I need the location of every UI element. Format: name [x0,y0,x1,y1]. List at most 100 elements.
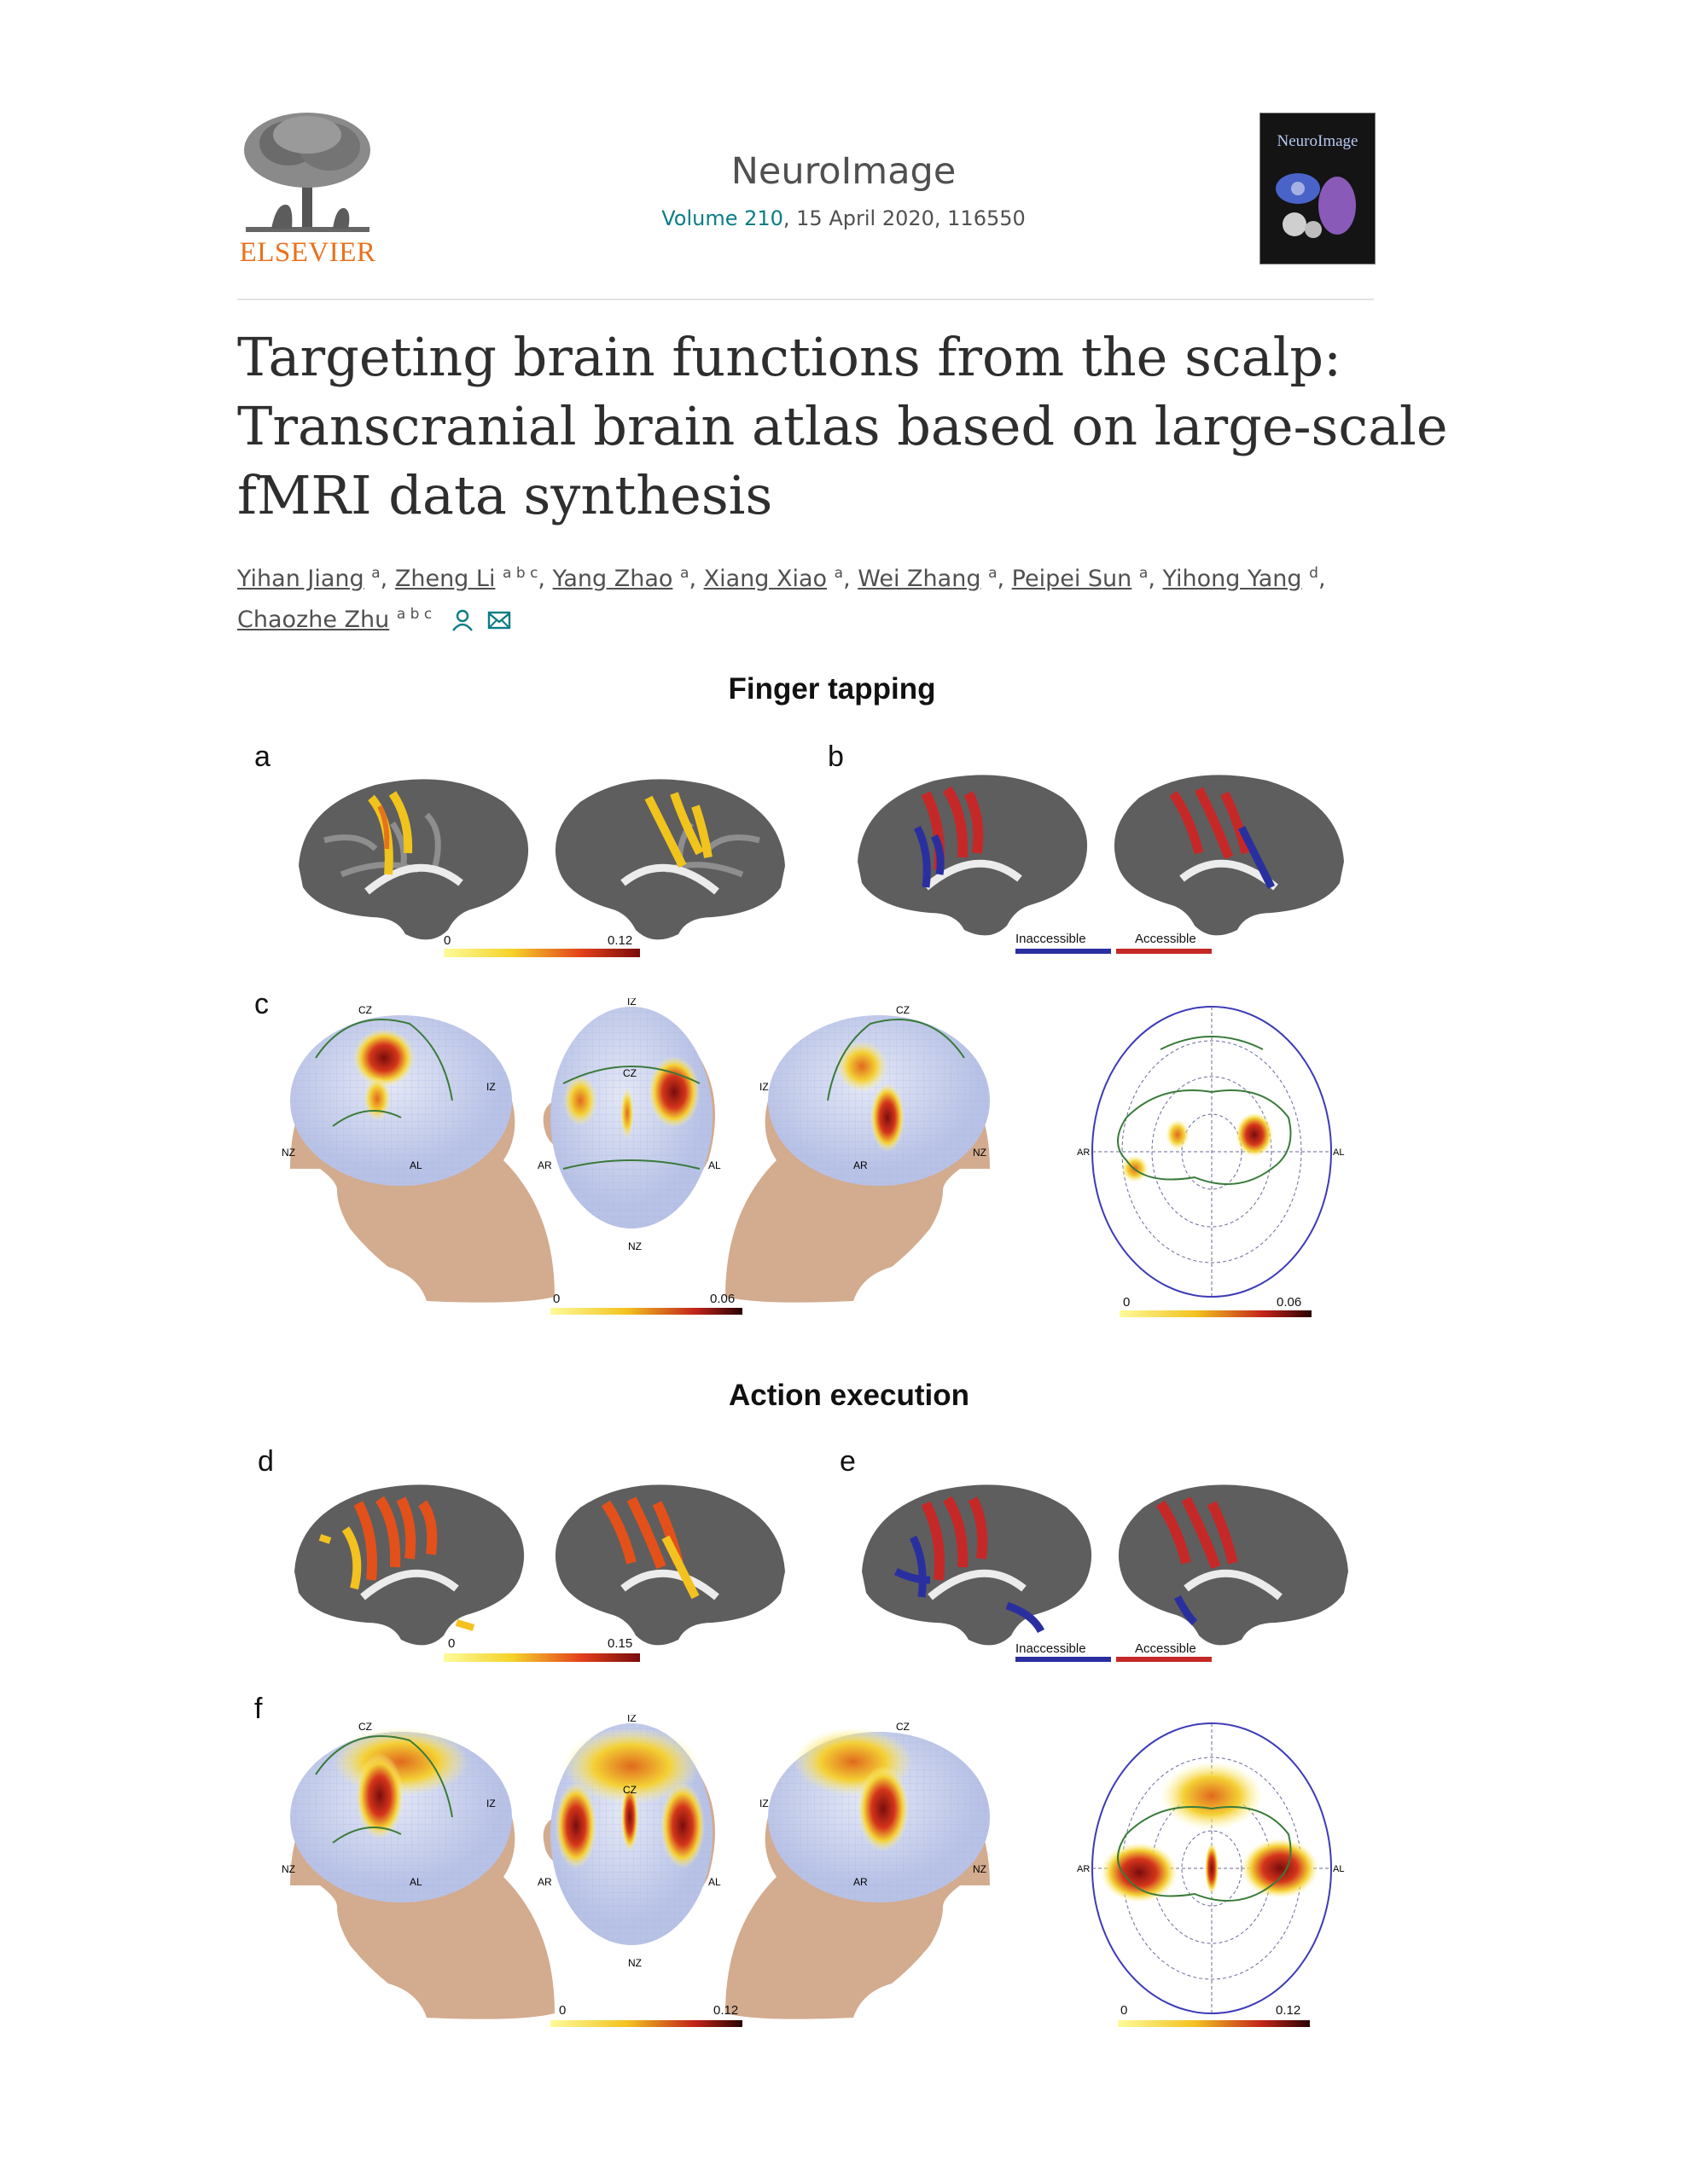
author-list-continued: Chaozhe Zhu a b c [237,606,1398,633]
inaccessible-label: Inaccessible [1015,932,1086,946]
title-line: Targeting brain functions from the scalp… [237,326,1341,388]
author-affiliation: a [834,565,844,582]
head-left-view: CZ IZ NZ AL [282,1004,555,1303]
colorbar-max: 0.06 [710,1292,736,1306]
panel-d-brain-heatmap [294,1484,785,1646]
author-link[interactable]: Yihan Jiang [237,566,364,592]
elsevier-tree-logo [237,109,378,263]
cz-label: CZ [358,1721,372,1733]
title-line: Transcranial brain atlas based on large-… [237,395,1448,457]
iz-label: IZ [627,998,637,1008]
iz-label: IZ [759,1081,769,1093]
author-affiliation: a b c [396,606,433,623]
email-icon[interactable] [487,610,511,630]
colorbar-max: 0.12 [1276,2003,1301,2018]
figure-section-title: Finger tapping [728,672,936,706]
al-label: AL [1333,1147,1344,1158]
iz-label: IZ [486,1798,496,1809]
accessible-label: Accessible [1135,1641,1196,1656]
panel-a-colorbar [444,949,640,957]
colorbar-min: 0 [1123,1295,1131,1310]
ar-label: AR [1077,1864,1090,1874]
author-link[interactable]: Zheng Li [394,566,496,592]
panel-b-brain-accessibility [858,775,1344,936]
cz-label: CZ [623,1784,637,1796]
author-list: Yihan Jiang a, Zheng Li a b c, Yang Zhao… [237,565,1326,592]
left-hemisphere-brain [862,1484,1092,1646]
panel-f-map-colorbar [1118,2020,1310,2027]
author-link[interactable]: Peipei Sun [1011,566,1132,592]
panel-label-f: f [254,1693,263,1725]
publisher-name: ELSEVIER [239,237,376,268]
al-label: AL [708,1876,721,1888]
head-right-view: CZ IZ NZ AR [725,1004,990,1303]
polar-scalp-map: AR AL [1077,1006,1344,1298]
author-affiliation: a [1138,565,1149,582]
colorbar-min: 0 [444,933,451,948]
journal-title[interactable]: NeuroImage [730,150,957,193]
author-link[interactable]: Xiang Xiao [703,566,828,592]
ar-label: AR [538,1159,552,1171]
panel-label-a: a [254,741,271,773]
article-title: Targeting brain functions from the scalp… [237,322,1448,530]
panel-f-head-colorbar [550,2020,742,2027]
author-affiliation: a [988,565,998,582]
iz-label: IZ [759,1798,769,1809]
al-label: AL [708,1159,721,1171]
colorbar-max: 0.12 [713,2003,739,2018]
head-back-view: IZ CZ AR AL NZ [538,998,721,1252]
panel-c-map-colorbar [1120,1310,1312,1317]
right-hemisphere-brain [1114,775,1344,936]
panel-d-colorbar [444,1653,640,1662]
colorbar-max: 0.15 [608,1636,633,1651]
author-link[interactable]: Wei Zhang [858,566,981,592]
left-hemisphere-brain [858,775,1088,936]
author-link[interactable]: Yihong Yang [1162,566,1302,592]
author-affiliation: a b c [503,565,538,582]
panel-c-scalp-maps: CZ IZ NZ AL IZ CZ AR AL NZ CZ IZ NZ AR [282,998,1344,1303]
nz-label: NZ [973,1147,986,1159]
nz-label: NZ [628,1957,642,1969]
ar-label: AR [538,1876,552,1888]
head-right-view: CZ IZ NZ AR [725,1721,990,2019]
author-affiliation: a [680,565,689,582]
figure-section-title: Action execution [729,1379,969,1412]
nz-label: NZ [973,1863,986,1875]
colorbar-min: 0 [1120,2003,1128,2018]
accessible-label: Accessible [1135,932,1196,946]
panel-a-brain-heatmap [299,779,785,940]
panel-f-scalp-maps: CZ IZ NZ AL IZ CZ AR AL NZ CZ IZ NZ AR [282,1715,1344,2019]
panel-e-brain-accessibility [862,1484,1348,1646]
author-affiliation: a [371,565,381,582]
cz-label: CZ [623,1067,637,1079]
al-label: AL [410,1159,422,1171]
left-hemisphere-brain [294,1484,525,1646]
colorbar-min: 0 [448,1636,456,1651]
al-label: AL [1333,1864,1344,1874]
accessibility-legend-bar [1015,1657,1212,1662]
al-label: AL [410,1876,422,1888]
author-link[interactable]: Yang Zhao [552,566,673,592]
panel-label-c: c [254,988,269,1020]
right-hemisphere-brain [555,1484,785,1646]
right-hemisphere-brain [555,779,785,940]
colorbar-max: 0.06 [1277,1295,1302,1310]
panel-label-e: e [840,1445,856,1478]
nz-label: NZ [282,1147,295,1159]
issue-date: , 15 April 2020, 116550 [782,206,1026,230]
person-icon[interactable] [451,608,474,632]
colorbar-min: 0 [559,2003,567,2018]
cz-label: CZ [896,1721,910,1733]
journal-issue-info: Volume 210, 15 April 2020, 116550 [0,206,1687,230]
head-left-view: CZ IZ NZ AL [282,1721,555,2019]
ar-label: AR [853,1876,868,1888]
ar-label: AR [853,1159,868,1171]
cover-brain-image [1276,173,1356,238]
nz-label: NZ [282,1863,295,1875]
cover-journal-name: NeuroImage [1277,132,1358,150]
author-link[interactable]: Chaozhe Zhu [237,607,390,633]
volume-link[interactable]: Volume 210 [661,206,783,230]
journal-cover-thumbnail[interactable]: NeuroImage [1259,113,1376,264]
cz-label: CZ [358,1004,372,1016]
author-affiliation: d [1309,565,1318,582]
